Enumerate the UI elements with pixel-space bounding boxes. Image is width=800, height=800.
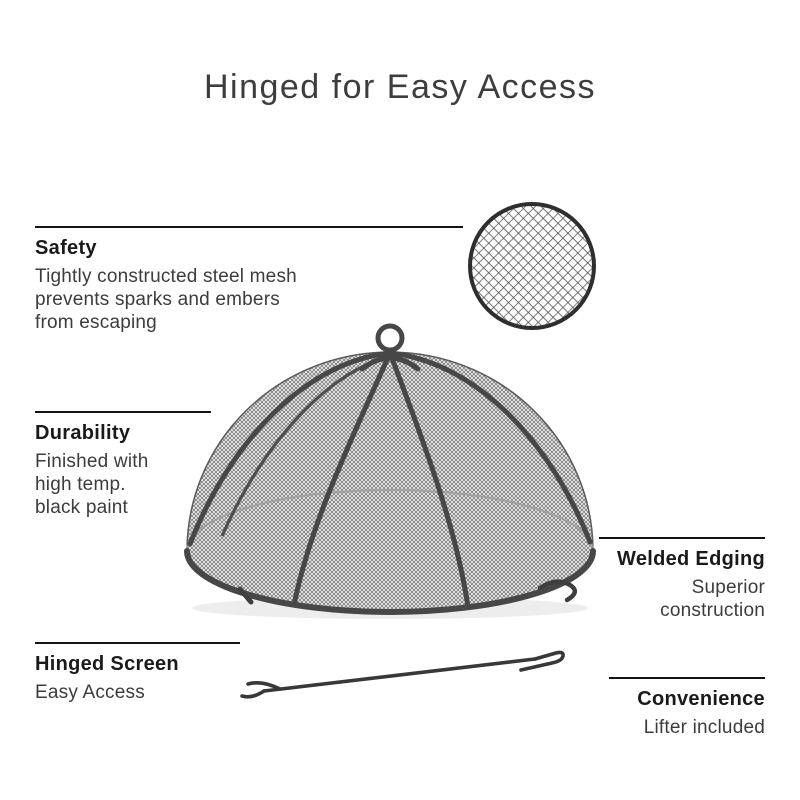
welded-edging-description-line: construction	[660, 600, 765, 621]
safety-description-line: from escaping	[35, 312, 157, 333]
callout-welded-edging: Welded Edging Superior construction	[599, 537, 765, 622]
convenience-pointer-line	[609, 677, 765, 679]
safety-heading: Safety	[35, 237, 97, 259]
dome-front-rim-edging	[184, 548, 596, 615]
durability-pointer-line	[35, 411, 211, 413]
welded-edging-pointer-line	[599, 537, 765, 539]
durability-description-line: black paint	[35, 497, 129, 518]
lifter-tool-shape	[240, 650, 565, 699]
safety-description: Tightly constructed steel mesh prevents …	[35, 265, 463, 334]
dome-lift-ring	[375, 323, 405, 353]
safety-description-line: Tightly constructed steel mesh	[35, 266, 297, 287]
dome-front-hinge	[237, 586, 254, 605]
dome-side-handle	[537, 579, 577, 603]
convenience-heading: Convenience	[637, 688, 765, 710]
mesh-detail-svg	[468, 202, 596, 330]
lifter-tool-image	[238, 638, 573, 713]
welded-edging-description-line: Superior	[691, 577, 765, 598]
convenience-description: Lifter included	[609, 716, 765, 739]
durability-description-line: high temp.	[35, 474, 126, 495]
welded-edging-heading: Welded Edging	[617, 548, 765, 570]
dome-back-rim	[186, 489, 594, 552]
dome-screen-svg	[184, 323, 596, 619]
callout-safety: Safety Tightly constructed steel mesh pr…	[35, 226, 463, 334]
durability-description: Finished with high temp. black paint	[35, 450, 211, 519]
lifter-tool-svg	[240, 650, 565, 699]
safety-description-line: prevents sparks and embers	[35, 289, 280, 310]
dome-mesh-body	[186, 351, 594, 613]
dome-frame-ribs	[187, 350, 593, 610]
page-title: Hinged for Easy Access	[203, 68, 597, 106]
convenience-description-line: Lifter included	[643, 717, 765, 738]
callout-convenience: Convenience Lifter included	[609, 677, 765, 739]
safety-pointer-line	[35, 226, 463, 228]
callout-hinged-screen: Hinged Screen Easy Access	[35, 642, 240, 704]
callout-durability: Durability Finished with high temp. blac…	[35, 411, 211, 519]
hinged-screen-description: Easy Access	[35, 681, 240, 704]
hinged-screen-description-line: Easy Access	[35, 682, 145, 703]
hinged-screen-heading: Hinged Screen	[35, 653, 179, 675]
welded-edging-description: Superior construction	[599, 576, 765, 622]
hinged-screen-pointer-line	[35, 642, 240, 644]
dome-screen-image	[176, 320, 604, 622]
durability-description-line: Finished with	[35, 451, 149, 472]
dome-hinge-bar	[359, 355, 421, 372]
durability-heading: Durability	[35, 422, 131, 444]
mesh-detail-image	[464, 198, 600, 334]
